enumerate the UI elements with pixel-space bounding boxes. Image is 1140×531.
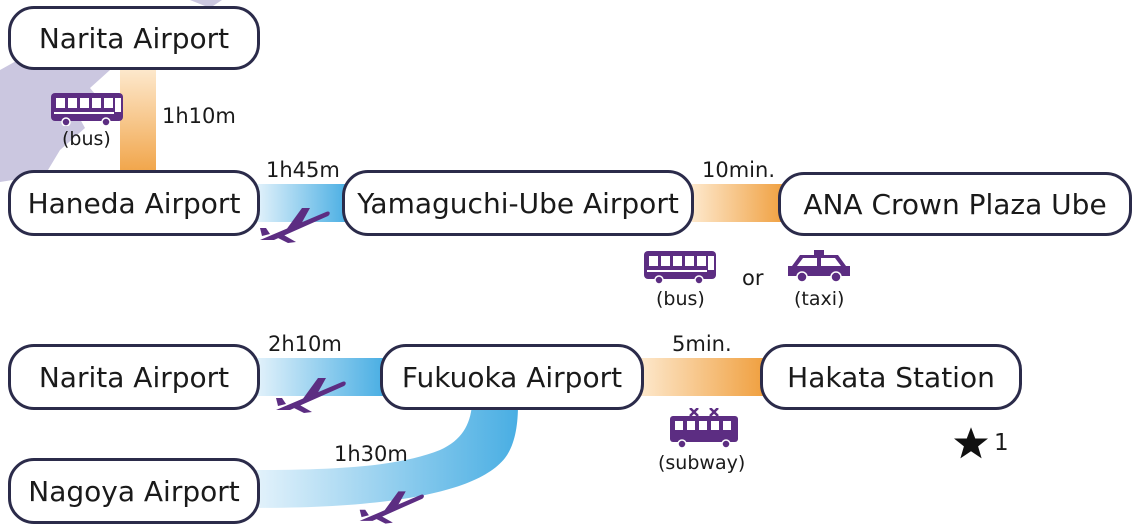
- label-bus-1: (bus): [62, 128, 111, 150]
- label-time-fukuoka-hakata: 5min.: [672, 332, 732, 356]
- label-time-nagoya-fukuoka: 1h30m: [334, 442, 408, 466]
- node-narita-airport-2: Narita Airport: [8, 344, 260, 410]
- map-outline-east: [190, 0, 222, 8]
- star-icon: [954, 427, 988, 464]
- node-fukuoka-airport: Fukuoka Airport: [380, 344, 644, 410]
- node-nagoya-airport: Nagoya Airport: [8, 458, 260, 524]
- bus-icon: [642, 250, 718, 288]
- airplane-icon: [256, 206, 332, 248]
- label-time-narita-haneda: 1h10m: [162, 104, 236, 128]
- label-time-narita-fukuoka: 2h10m: [268, 332, 342, 356]
- node-narita-airport-1: Narita Airport: [8, 6, 260, 70]
- node-hakata-station: Hakata Station: [760, 344, 1022, 410]
- subway-icon: [668, 407, 740, 452]
- label-or: or: [742, 266, 764, 290]
- connector-subway-fukuoka-hakata: [640, 358, 764, 396]
- connector-transfer-ube-hotel: [692, 184, 784, 222]
- taxi-icon: [786, 250, 852, 286]
- node-yamaguchi-ube-airport: Yamaguchi-Ube Airport: [342, 170, 694, 236]
- node-haneda-airport: Haneda Airport: [8, 170, 260, 236]
- connector-bus-narita-haneda: [120, 70, 156, 180]
- label-taxi: (taxi): [794, 288, 845, 310]
- note-number: 1: [994, 430, 1009, 456]
- label-subway: (subway): [658, 452, 746, 474]
- connector-flight-nagoya-fukuoka: [256, 405, 518, 508]
- node-ana-crown-plaza-ube: ANA Crown Plaza Ube: [778, 172, 1132, 236]
- airplane-icon: [272, 376, 348, 418]
- bus-icon: [50, 92, 124, 130]
- airplane-icon: [356, 488, 426, 530]
- label-time-ube-hotel: 10min.: [702, 158, 775, 182]
- label-bus-2: (bus): [656, 288, 705, 310]
- label-time-haneda-ube: 1h45m: [266, 158, 340, 182]
- connector-flight-narita-fukuoka: [256, 358, 384, 396]
